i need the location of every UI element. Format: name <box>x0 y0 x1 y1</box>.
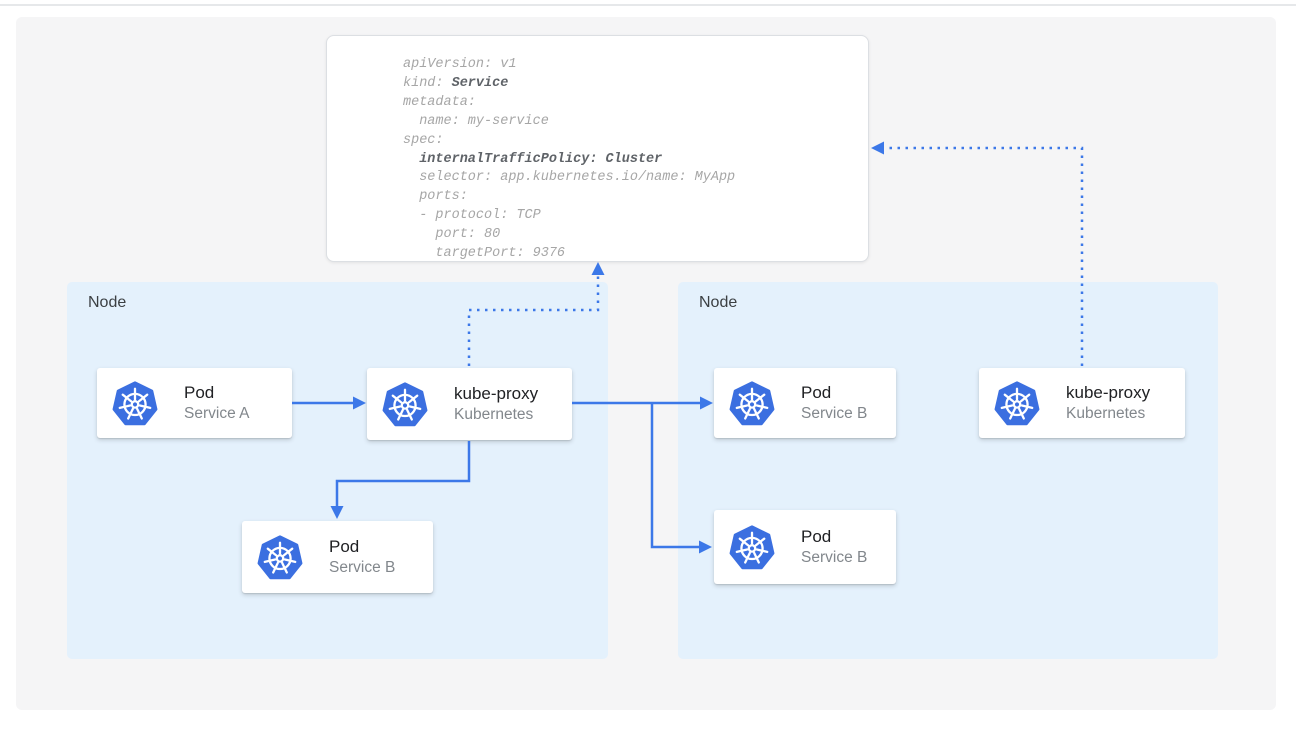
yaml-line: kind: Service <box>403 75 868 94</box>
card-title: Pod <box>329 536 360 556</box>
yaml-text: port: 80 <box>403 227 501 243</box>
yaml-text-bold: internalTrafficPolicy: Cluster <box>419 151 663 167</box>
card-subtitle: Service B <box>329 559 396 577</box>
card-text: Pod Service B <box>801 383 867 423</box>
kubernetes-icon <box>382 381 428 427</box>
card-title: Pod <box>801 382 832 402</box>
node-box-left: Node <box>67 282 608 659</box>
kubernetes-icon <box>257 534 303 580</box>
card-text: kube-proxy Kubernetes <box>454 384 538 424</box>
card-subtitle: Service B <box>801 549 868 567</box>
yaml-line: port: 80 <box>403 226 868 245</box>
yaml-line: name: my-service <box>403 113 868 132</box>
yaml-text: selector: app.kubernetes.io/name: MyApp <box>403 170 736 186</box>
yaml-line: ports: <box>403 188 868 207</box>
card-title: kube-proxy <box>1066 382 1151 402</box>
card-text: Pod Service B <box>329 537 395 577</box>
yaml-text: ports: <box>403 189 468 205</box>
card-text: Pod Service A <box>184 383 249 423</box>
kube-proxy-card-right: kube-proxy Kubernetes <box>979 368 1185 438</box>
kube-proxy-card-left: kube-proxy Kubernetes <box>367 368 572 440</box>
yaml-line: apiVersion: v1 <box>403 56 868 75</box>
card-title: kube-proxy <box>454 383 539 403</box>
yaml-text: apiVersion: v1 <box>403 57 517 72</box>
yaml-text-bold: Service <box>451 75 509 91</box>
node-box-right: Node <box>678 282 1218 659</box>
card-subtitle: Service B <box>801 405 868 423</box>
yaml-text: kind: <box>403 75 452 91</box>
pod-card-service-b-top-right: Pod Service B <box>714 368 896 438</box>
pod-card-service-b-bottom-right: Pod Service B <box>714 510 896 584</box>
yaml-text <box>403 152 419 167</box>
yaml-line: metadata: <box>403 94 868 113</box>
kubernetes-icon <box>112 380 158 426</box>
yaml-line: selector: app.kubernetes.io/name: MyApp <box>403 169 868 188</box>
node-label: Node <box>699 294 738 311</box>
node-label: Node <box>88 294 127 311</box>
card-text: Pod Service B <box>801 527 867 567</box>
service-yaml-card: apiVersion: v1 kind: Service metadata: n… <box>326 35 869 262</box>
yaml-line: internalTrafficPolicy: Cluster <box>403 151 868 170</box>
card-title: Pod <box>801 526 832 546</box>
kubernetes-icon <box>729 524 775 570</box>
pod-card-service-a: Pod Service A <box>97 368 292 438</box>
yaml-line: targetPort: 9376 <box>403 245 868 264</box>
yaml-text: metadata: <box>403 94 476 110</box>
top-divider <box>0 4 1296 6</box>
yaml-text: name: my-service <box>403 113 549 129</box>
yaml-text: targetPort: 9376 <box>403 246 566 262</box>
kubernetes-icon <box>729 380 775 426</box>
card-subtitle: Service A <box>184 405 250 423</box>
kubernetes-icon <box>994 380 1040 426</box>
card-title: Pod <box>184 382 215 402</box>
yaml-text: spec: <box>403 132 444 148</box>
card-subtitle: Kubernetes <box>1066 405 1146 423</box>
pod-card-service-b-left: Pod Service B <box>242 521 433 593</box>
card-text: kube-proxy Kubernetes <box>1066 383 1150 423</box>
yaml-text: - protocol: TCP <box>403 208 541 224</box>
yaml-line: - protocol: TCP <box>403 207 868 226</box>
card-subtitle: Kubernetes <box>454 406 534 424</box>
yaml-line: spec: <box>403 132 868 151</box>
